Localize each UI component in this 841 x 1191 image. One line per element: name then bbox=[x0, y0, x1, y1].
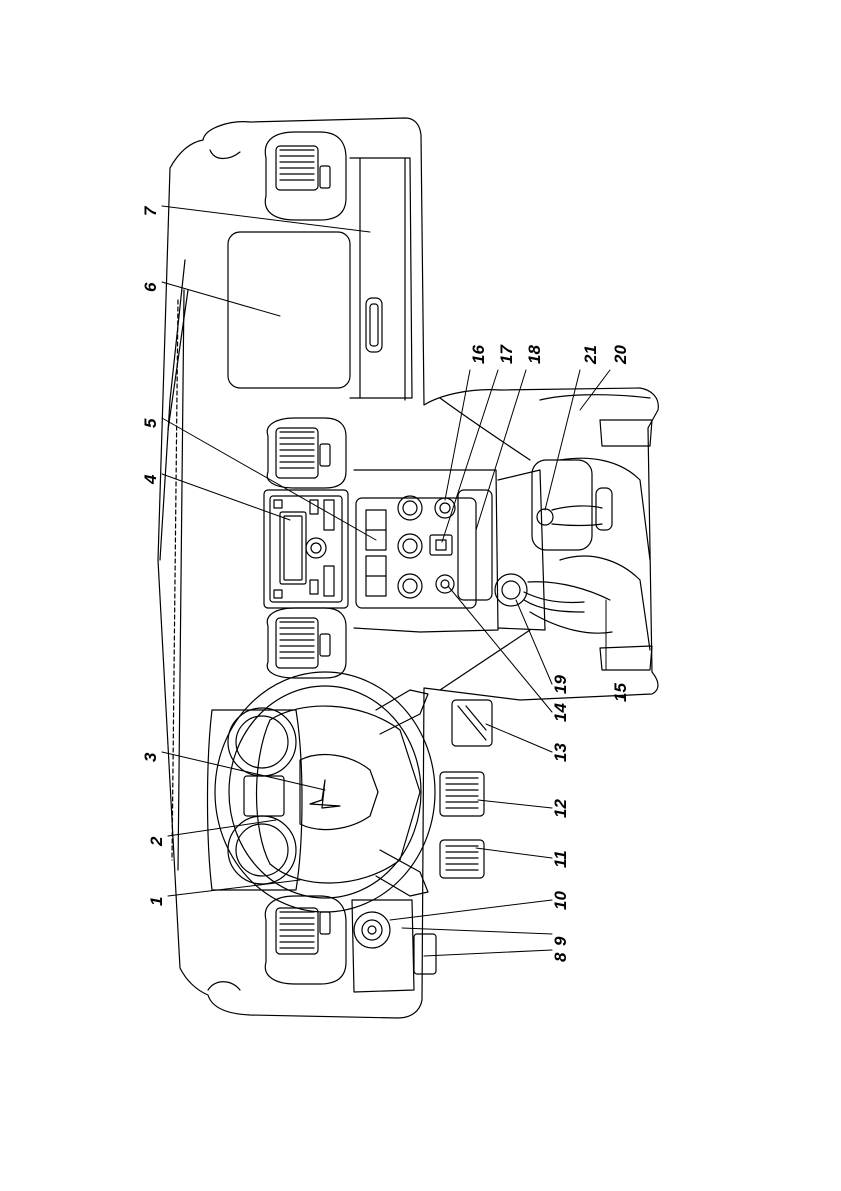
callout-20: 20 bbox=[611, 345, 630, 365]
callout-10: 10 bbox=[551, 891, 570, 910]
radio-unit bbox=[264, 490, 348, 608]
center-upper-air-vent bbox=[267, 418, 346, 488]
callout-7: 7 bbox=[141, 205, 160, 216]
callout-4: 4 bbox=[141, 474, 160, 485]
callout-15: 15 bbox=[611, 683, 630, 702]
clutch-pedal bbox=[440, 840, 484, 878]
passenger-airbag-panel bbox=[228, 232, 350, 388]
callout-13: 13 bbox=[551, 743, 570, 762]
glovebox-area bbox=[350, 158, 412, 400]
callout-3: 3 bbox=[141, 752, 160, 762]
hood-release-lever bbox=[414, 934, 436, 974]
instrument-cluster bbox=[208, 708, 303, 890]
parking-brake-lever bbox=[532, 460, 612, 550]
steering-wheel bbox=[215, 672, 435, 912]
callout-16: 16 bbox=[469, 345, 488, 364]
callout-11: 11 bbox=[551, 850, 570, 868]
accelerator-pedal bbox=[452, 700, 492, 746]
callout-17: 17 bbox=[497, 344, 516, 364]
callout-5: 5 bbox=[141, 418, 160, 428]
callout-14: 14 bbox=[551, 703, 570, 722]
callout-2: 2 bbox=[147, 836, 166, 847]
dashboard-outline bbox=[158, 118, 658, 1018]
callout-18: 18 bbox=[525, 345, 544, 364]
right-air-vent bbox=[265, 132, 346, 220]
callout-9: 9 bbox=[551, 936, 570, 946]
center-lower-air-vent bbox=[267, 608, 346, 678]
cigarette-lighter bbox=[435, 498, 455, 518]
glovebox-handle bbox=[366, 298, 382, 352]
usb-port bbox=[430, 535, 452, 555]
callout-1: 1 bbox=[147, 897, 166, 906]
floor-tunnel bbox=[440, 395, 652, 690]
callout-21: 21 bbox=[581, 345, 600, 365]
callout-6: 6 bbox=[141, 282, 160, 292]
light-switch bbox=[354, 912, 390, 948]
left-air-vent bbox=[265, 896, 346, 984]
gear-lever bbox=[495, 574, 612, 633]
callout-19: 19 bbox=[551, 675, 570, 694]
storage-tray bbox=[458, 490, 492, 600]
brake-pedal bbox=[440, 772, 484, 816]
callout-8: 8 bbox=[551, 952, 570, 962]
callout-12: 12 bbox=[551, 799, 570, 818]
